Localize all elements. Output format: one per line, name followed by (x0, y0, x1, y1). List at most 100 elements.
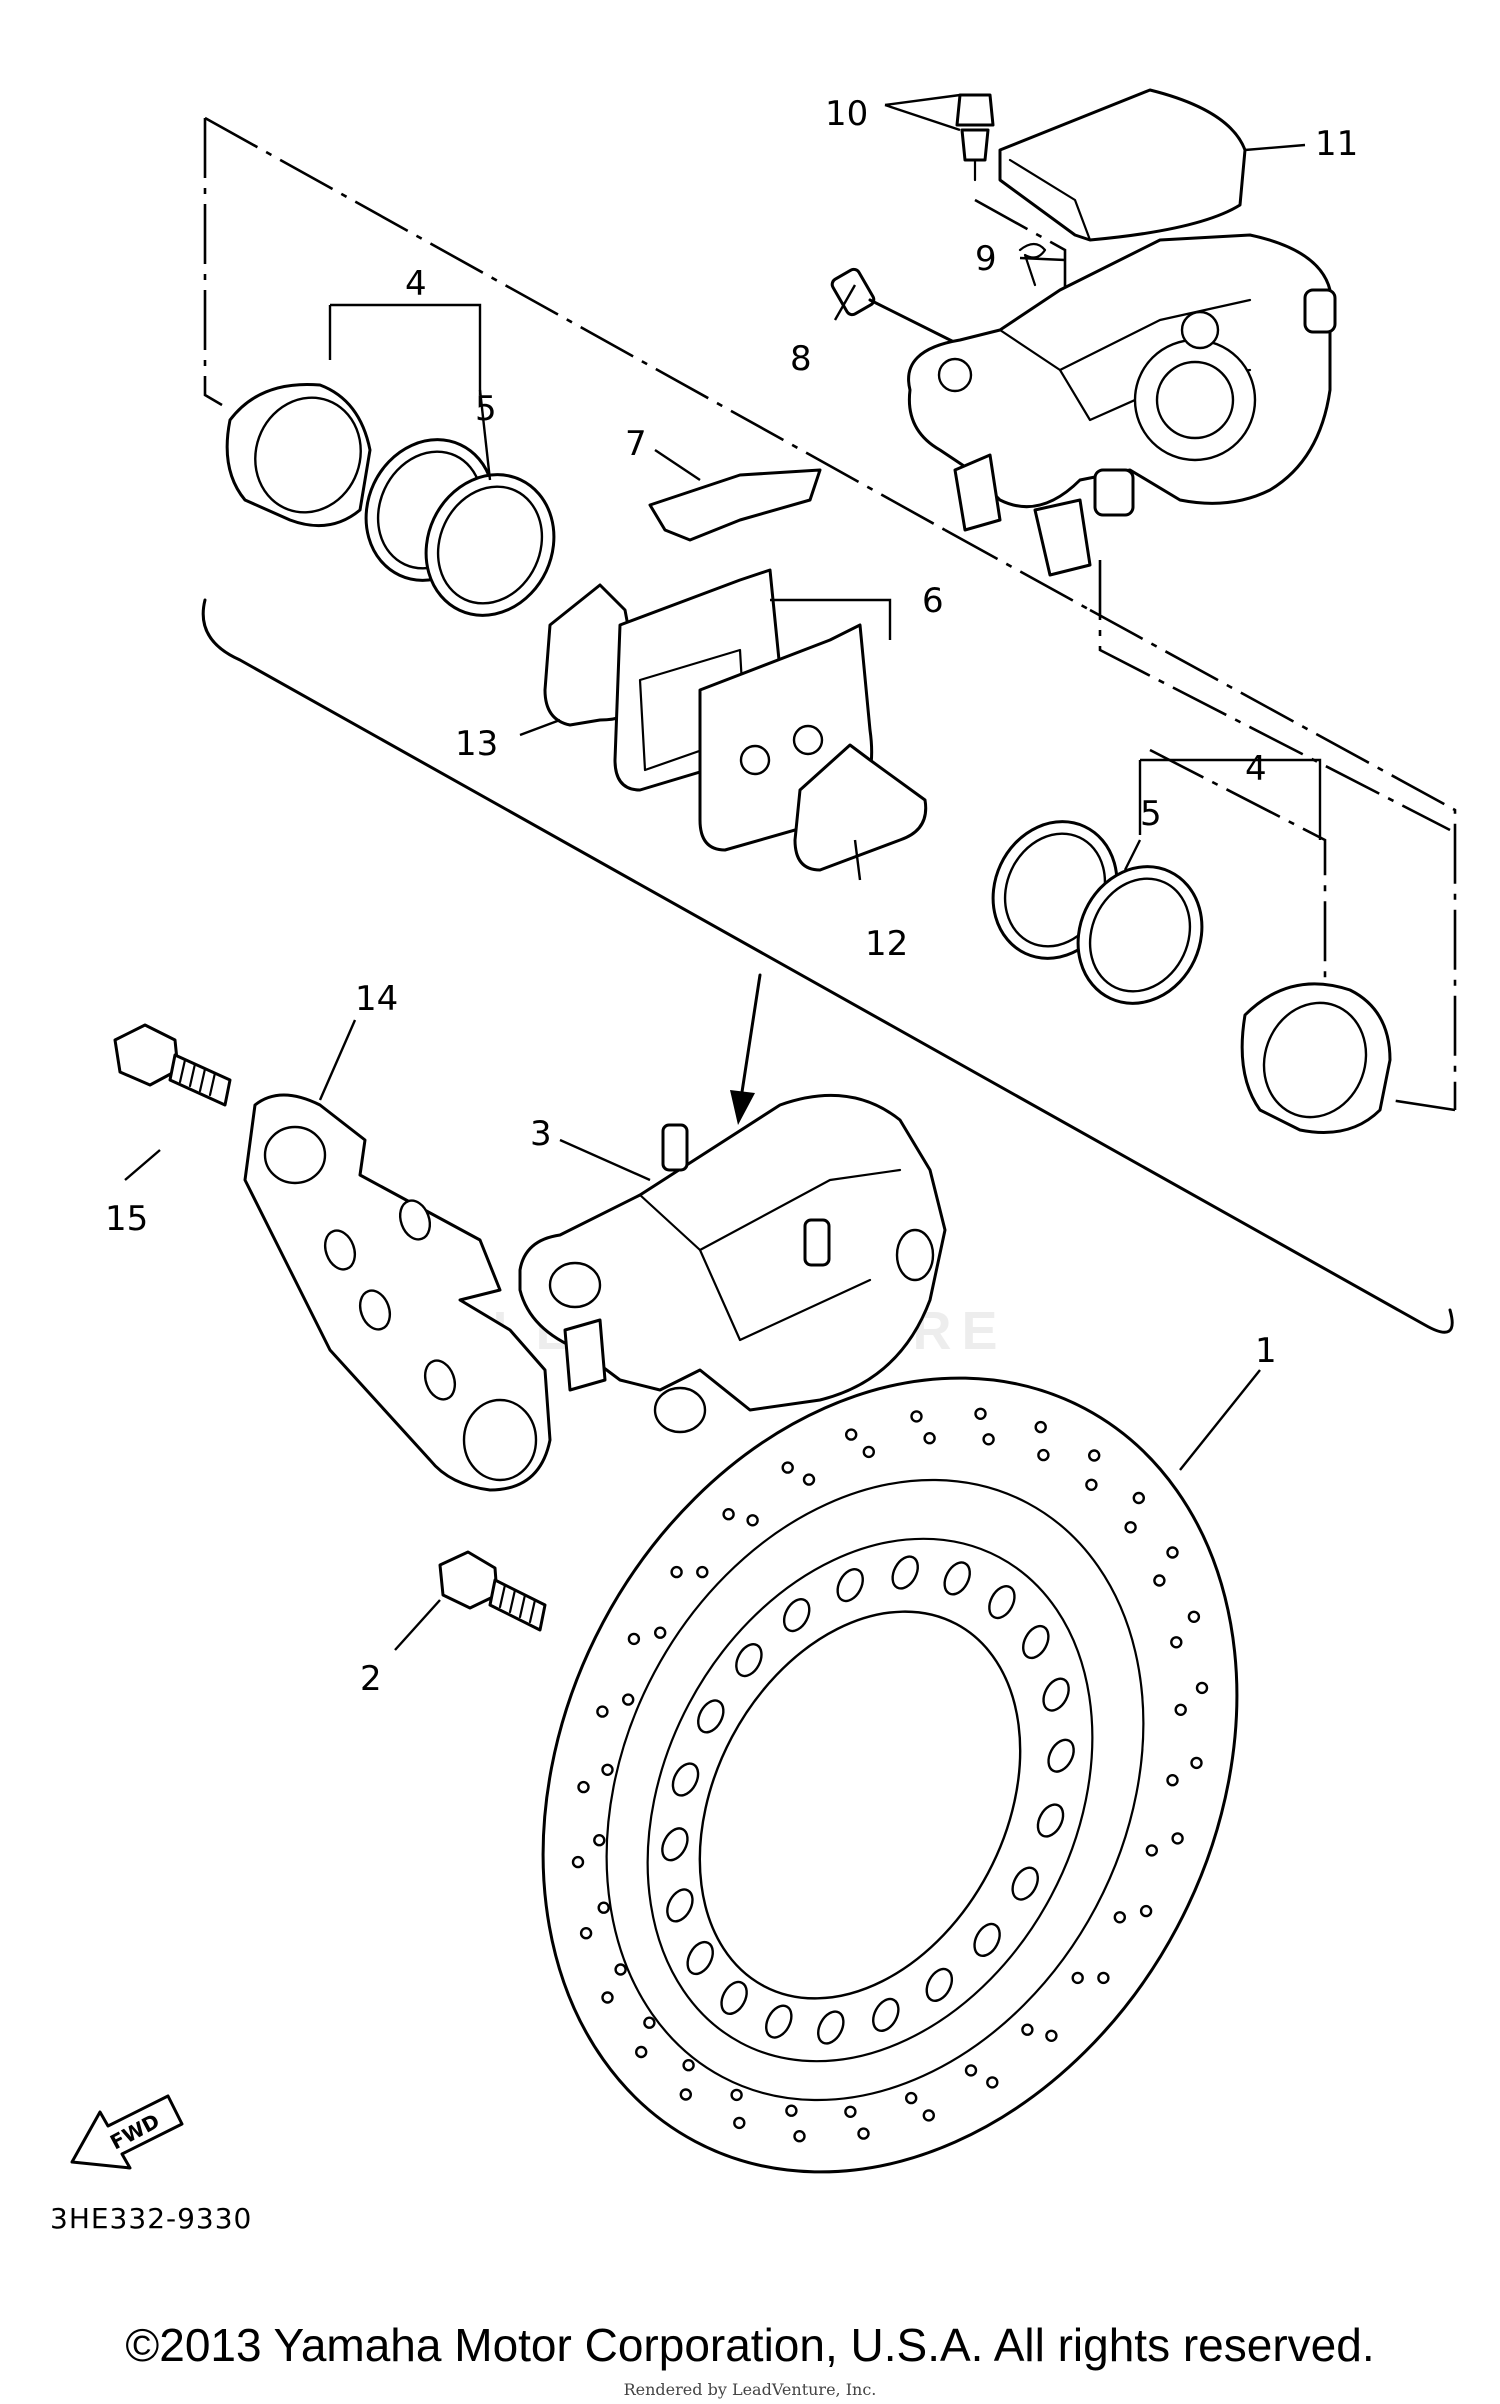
disc-vent-hole (922, 2109, 935, 2122)
disc-mount-hole (817, 2010, 845, 2045)
disc-vent-hole (1195, 1681, 1209, 1695)
bolt-part-15 (113, 1023, 232, 1107)
disc-vent-hole (785, 2104, 798, 2117)
disc-vent-hole (845, 1428, 858, 1441)
callout-3: 3 (530, 1114, 552, 1154)
disc-drilled-holes (571, 1407, 1209, 2143)
callout-2: 2 (360, 1659, 382, 1699)
disc-vent-hole (733, 2116, 746, 2130)
disc-vent-hole (793, 2129, 806, 2143)
callout-1: 1 (1255, 1331, 1277, 1371)
disc-mount-hole (891, 1555, 919, 1590)
disc-vent-hole (577, 1780, 590, 1794)
disc-vent-hole (1124, 1521, 1137, 1534)
assembly-arrow (730, 973, 762, 1125)
disc-mount-hole (720, 1980, 748, 2015)
disc-vent-hole (696, 1565, 709, 1579)
copyright-notice: ©2013 Yamaha Motor Corporation, U.S.A. A… (125, 2319, 1375, 2371)
rendered-by-note: Rendered by LeadVenture, Inc. (623, 2380, 877, 2399)
disc-mount-hole (782, 1598, 811, 1633)
callout-4-upper: 4 (405, 264, 427, 304)
disc-vent-hole (746, 1514, 759, 1527)
disc-vent-hole (1071, 1971, 1084, 1985)
disc-vent-hole (1085, 1478, 1098, 1492)
disc-vent-hole (802, 1473, 816, 1486)
callout-10: 10 (825, 94, 868, 134)
disc-vent-hole (964, 2064, 978, 2077)
callout-labels: 1 2 3 4 4 5 5 6 7 8 9 10 11 12 13 14 15 (105, 94, 1358, 1699)
disc-vent-hole (1034, 1420, 1047, 1434)
callout-5-upper: 5 (475, 389, 497, 429)
forward-direction-arrow: FWD (70, 2094, 184, 2170)
piston-seals-part-5-upper (364, 438, 556, 617)
disc-vent-hole (1087, 1449, 1101, 1462)
disc-vent-hole (635, 2045, 648, 2059)
disc-vent-hole (1139, 1904, 1153, 1918)
disc-mount-hole (671, 1762, 700, 1797)
disc-vent-hole (986, 2076, 999, 2089)
disc-vent-hole (1187, 1610, 1201, 1624)
disc-mount-hole (988, 1585, 1016, 1620)
disc-mount-hole (925, 1967, 954, 2002)
brake-disc-part-1 (541, 1376, 1239, 2174)
disc-vent-hole (1153, 1574, 1166, 1587)
pad-spring-part-7 (648, 468, 822, 542)
disc-mount-hole (943, 1561, 971, 1596)
callout-14: 14 (355, 979, 398, 1019)
disc-mount-hole (836, 1568, 864, 1603)
callout-15: 15 (105, 1199, 148, 1239)
disc-mount-hole (1047, 1738, 1075, 1773)
disc-mount-hole (1042, 1677, 1070, 1712)
disc-vent-hole (597, 1901, 610, 1914)
clip-part-9 (1018, 242, 1047, 287)
disc-vent-hole (857, 2127, 870, 2140)
callout-8: 8 (790, 339, 812, 379)
disc-vent-hole (722, 1507, 735, 1521)
disc-vent-hole (1170, 1636, 1183, 1649)
disc-vent-hole (905, 2091, 918, 2105)
disc-vent-hole (627, 1632, 641, 1646)
disc-vent-hole (1166, 1773, 1179, 1787)
piston-part-4-upper (225, 382, 372, 528)
disc-vent-hole (670, 1565, 683, 1579)
disc-vent-hole (593, 1833, 606, 1847)
disc-mount-hole (1011, 1866, 1039, 1901)
disc-vent-hole (862, 1445, 875, 1459)
disc-vent-hole (1190, 1756, 1203, 1770)
disc-vent-hole (579, 1926, 593, 1940)
disc-vent-hole (1045, 2029, 1058, 2043)
disc-mount-hole (973, 1922, 1001, 1957)
disc-vent-hole (1145, 1844, 1159, 1857)
disc-vent-hole (1113, 1911, 1127, 1924)
disc-mount-hole (765, 2004, 793, 2039)
pad-shim-part-12 (793, 743, 928, 872)
caliper-body-upper (907, 233, 1337, 577)
callout-7: 7 (625, 424, 647, 464)
disc-vent-hole (1166, 1546, 1179, 1559)
disc-vent-hole (571, 1855, 585, 1869)
disc-vent-hole (923, 1431, 936, 1445)
disc-mount-hole (872, 1997, 900, 2032)
disc-vent-hole (982, 1433, 995, 1446)
disc-vent-hole (682, 2058, 695, 2072)
disc-vent-hole (844, 2105, 857, 2119)
callout-12: 12 (865, 924, 908, 964)
caliper-cover-part-11 (998, 88, 1247, 242)
disc-vent-hole (974, 1407, 987, 1421)
callout-4-lower: 4 (1245, 749, 1267, 789)
disc-vent-hole (596, 1705, 609, 1718)
disc-mount-hole (735, 1643, 763, 1678)
callout-leaders (124, 93, 1322, 1651)
disc-vent-hole (622, 1693, 635, 1706)
disc-vent-hole (1021, 2023, 1034, 2036)
disc-vent-hole (614, 1963, 627, 1976)
disc-mount-hole (1036, 1803, 1065, 1838)
disc-vent-hole (1174, 1703, 1187, 1717)
bolt-part-2 (438, 1550, 547, 1632)
disc-vent-hole (643, 2016, 656, 2029)
caliper-bracket-part-14 (243, 1093, 552, 1492)
callout-11: 11 (1315, 124, 1358, 164)
disc-vent-hole (1097, 1971, 1110, 1985)
disc-vent-hole (1171, 1832, 1184, 1845)
